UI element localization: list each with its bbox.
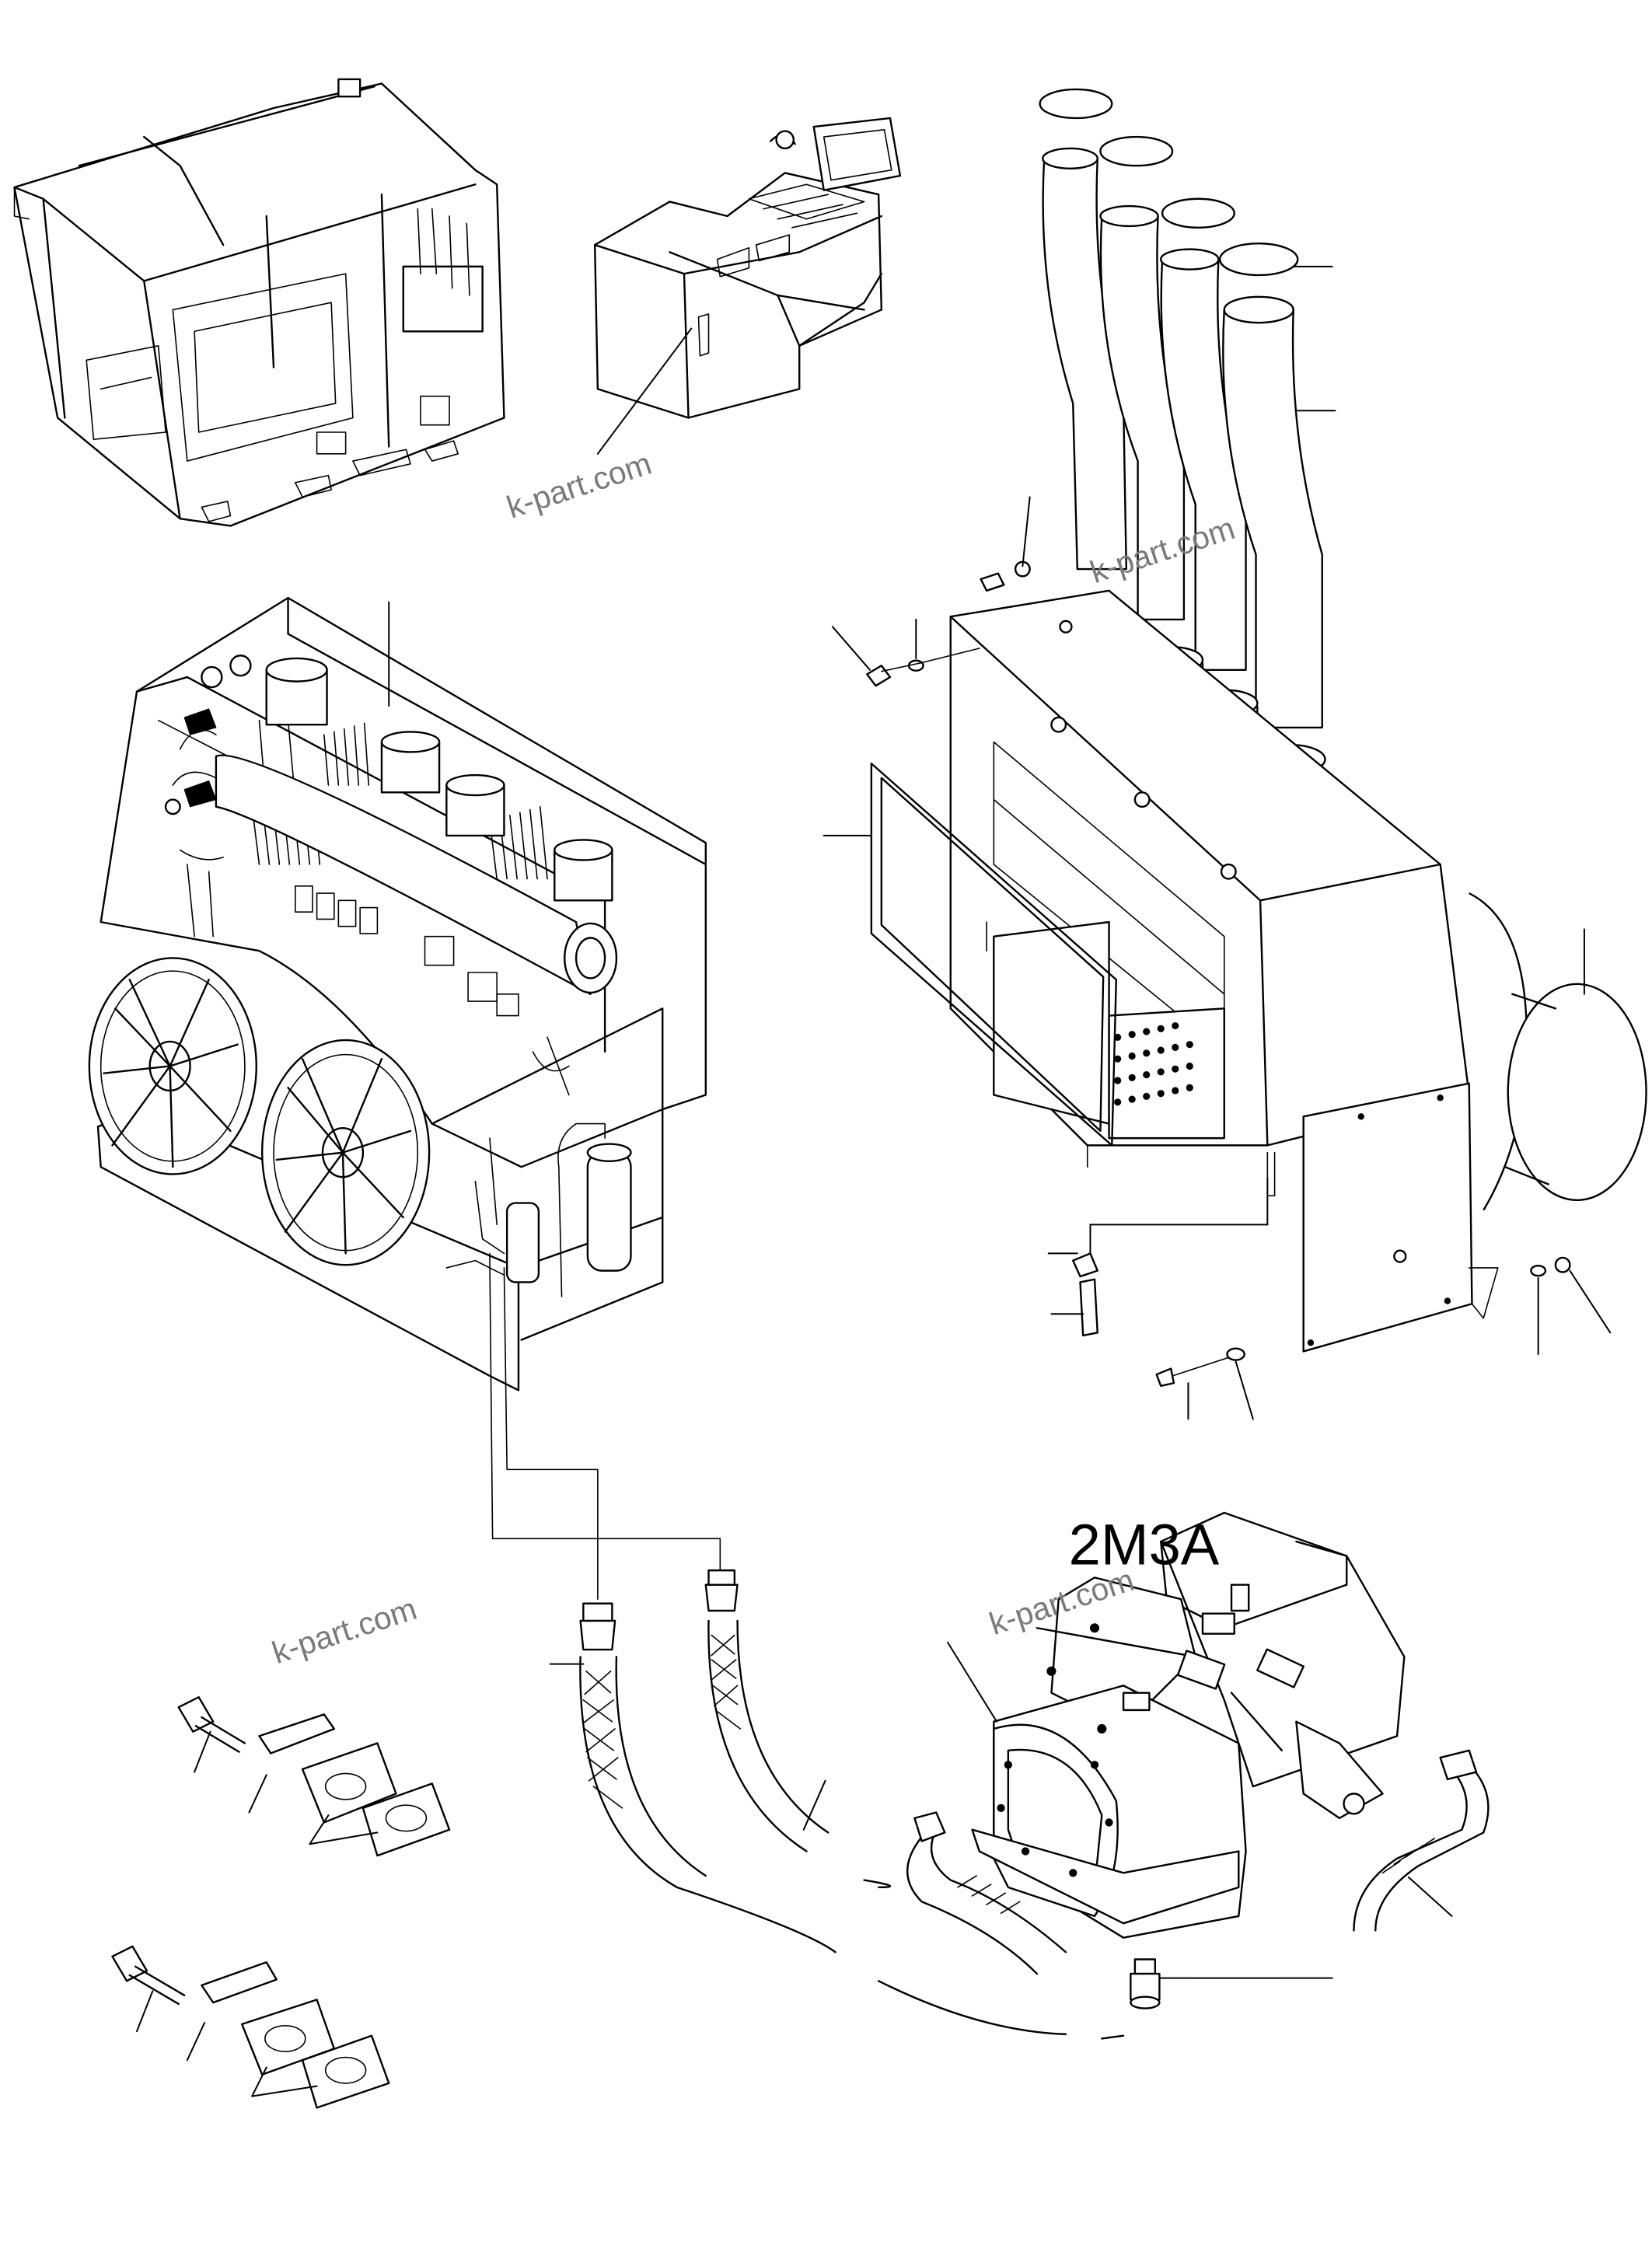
watermark-text: k-part.com bbox=[267, 1590, 421, 1671]
cab-assembly bbox=[15, 79, 505, 526]
watermark-text: k-part.com bbox=[502, 445, 655, 525]
compressor-label: 2M3A bbox=[1069, 1513, 1220, 1577]
callout-leaders bbox=[137, 267, 1610, 2097]
control-console bbox=[595, 118, 900, 417]
heater-housing bbox=[867, 562, 1646, 1386]
compressor-assembly bbox=[907, 1513, 1488, 2009]
hose-routing-lines bbox=[490, 1253, 720, 1599]
clamp-assembly-upper bbox=[179, 1697, 449, 1856]
clamp-assembly-lower bbox=[113, 1947, 389, 2108]
fan-left bbox=[89, 958, 257, 1174]
fan-right bbox=[262, 1040, 429, 1265]
condenser-fan-unit bbox=[89, 598, 706, 1390]
refrigerant-hoses bbox=[580, 1570, 1123, 2038]
